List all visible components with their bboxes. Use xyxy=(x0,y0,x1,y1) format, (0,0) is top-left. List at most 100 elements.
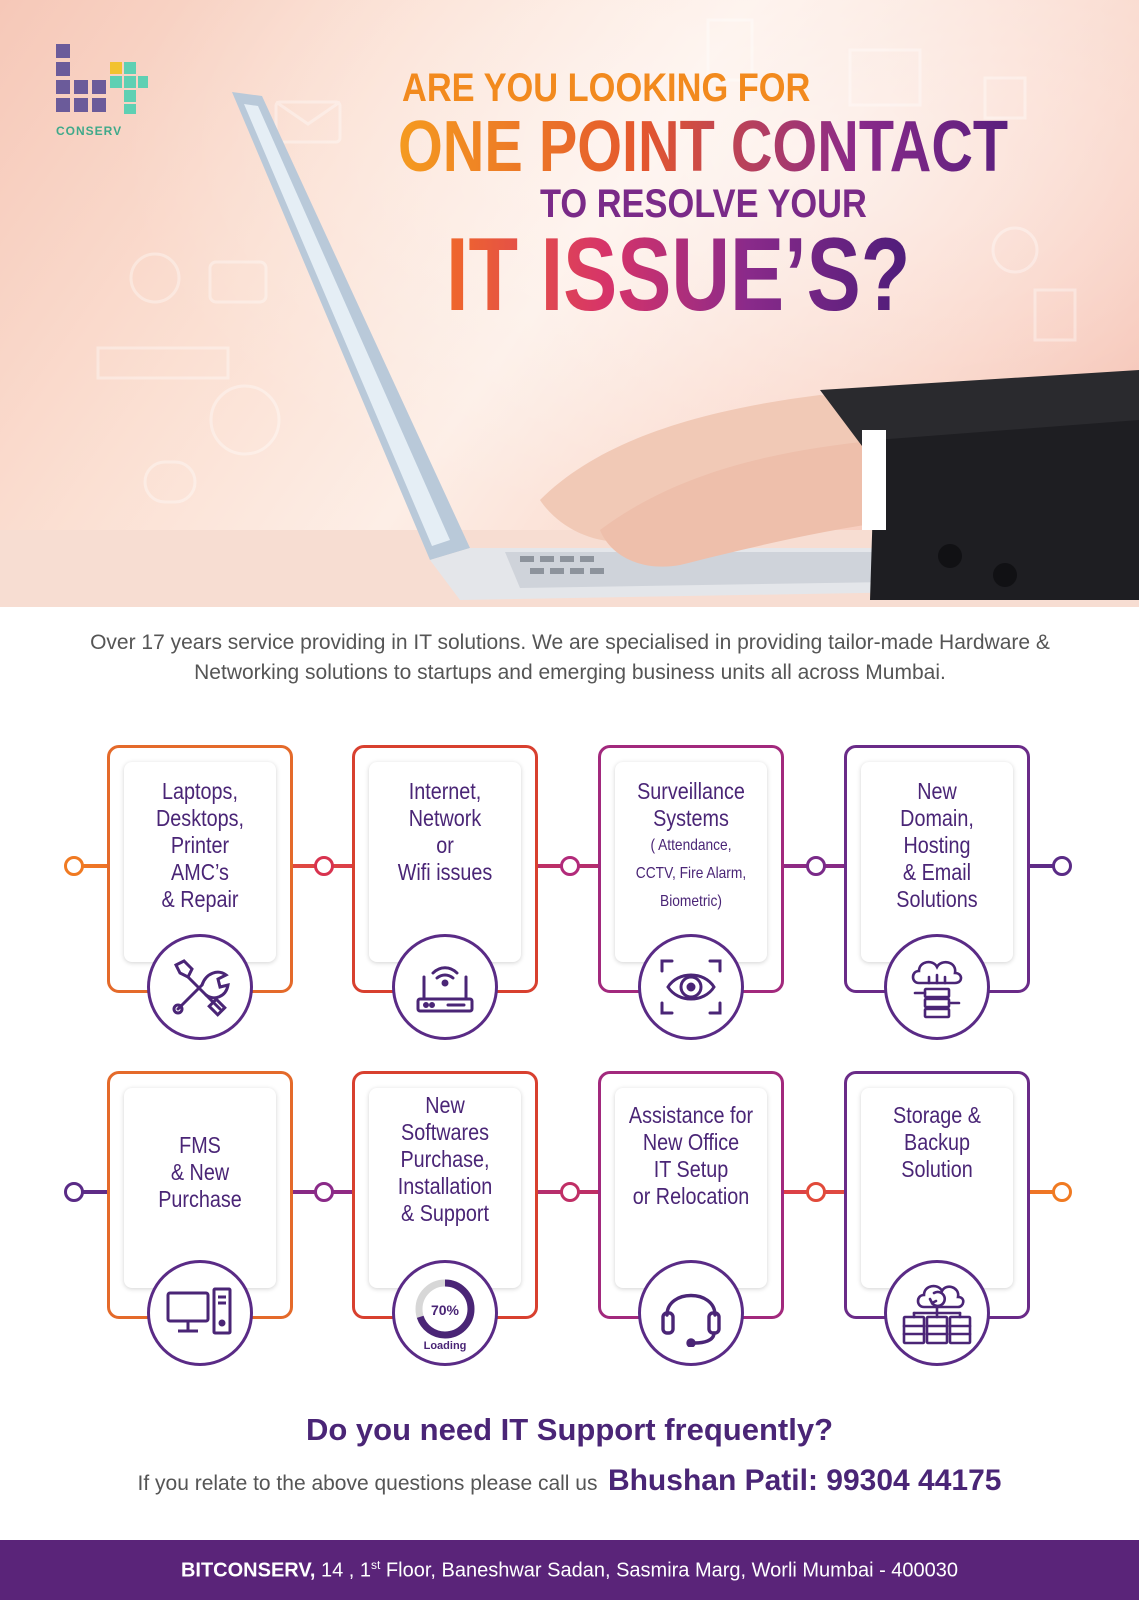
service-label-line: & Repair xyxy=(161,886,239,912)
footer-address-bar: BITCONSERV, 14 , 1st Floor, Baneshwar Sa… xyxy=(0,1540,1139,1600)
service-label-line: Wifi issues xyxy=(397,859,493,885)
card-inner: Internet, Network or Wifi issues xyxy=(369,762,521,962)
service-label-line: Solution xyxy=(901,1156,973,1182)
service-icon-circle xyxy=(884,1260,990,1366)
service-label-line: or Relocation xyxy=(632,1183,750,1209)
row-2-node xyxy=(314,1182,334,1202)
card-inner: Surveillance Systems ( Attendance, CCTV,… xyxy=(615,762,767,962)
card-inner: Laptops, Desktops, Printer AMC’s & Repai… xyxy=(124,762,276,962)
service-label-line: & Email xyxy=(902,859,972,885)
card-inner: Storage & Backup Solution xyxy=(861,1088,1013,1288)
row-2-node xyxy=(1052,1182,1072,1202)
service-label-line: Solutions xyxy=(896,886,978,912)
service-icon-circle xyxy=(392,934,498,1040)
service-label-line: Purchase, xyxy=(400,1146,490,1172)
progress-label: 70% xyxy=(431,1302,460,1318)
headline-line-2: ONE POINT CONTACT xyxy=(398,107,1009,187)
card-inner: FMS & New Purchase xyxy=(124,1088,276,1288)
service-label-line: or xyxy=(436,832,454,858)
service-label-line: & Support xyxy=(401,1200,489,1226)
service-label-line: Assistance for xyxy=(628,1102,754,1128)
service-label-line: & New xyxy=(170,1159,230,1185)
service-label-small-line: ( Attendance, xyxy=(650,837,732,854)
row-1-node xyxy=(314,856,334,876)
service-label-line: New xyxy=(917,778,957,804)
service-card-label: New Softwares Purchase, Installation & S… xyxy=(380,1092,511,1227)
footer-company: BITCONSERV, xyxy=(180,1559,316,1582)
footer-address: BITCONSERV, 14 , 1st Floor, Baneshwar Sa… xyxy=(181,1558,958,1583)
cta-question: Do you need IT Support frequently? xyxy=(306,1412,833,1447)
service-card-laptops-desktops[interactable]: Laptops, Desktops, Printer AMC’s & Repai… xyxy=(107,745,293,1040)
laptop-typing-illustration xyxy=(0,18,1139,607)
service-label-line: Systems xyxy=(653,805,729,831)
tools-icon xyxy=(172,959,230,1017)
service-card-office-setup[interactable]: Assistance for New Office IT Setup or Re… xyxy=(598,1071,784,1366)
service-label-small-line: Biometric) xyxy=(660,893,722,910)
services-grid: Laptops, Desktops, Printer AMC’s & Repai… xyxy=(0,740,1139,1380)
service-icon-circle xyxy=(147,934,253,1040)
service-label-line: IT Setup xyxy=(653,1156,729,1182)
service-label-line: Internet, xyxy=(408,778,482,804)
headline-line-1: ARE YOU LOOKING FOR xyxy=(402,66,811,110)
service-label-line: Desktops, xyxy=(156,805,244,831)
cloud-server-icon xyxy=(911,960,963,1019)
eye-scan-icon xyxy=(660,959,722,1015)
service-label-line: AMC’s xyxy=(171,859,229,885)
service-label-line: Network xyxy=(408,805,482,831)
service-card-label: Laptops, Desktops, Printer AMC’s & Repai… xyxy=(135,778,266,913)
footer-address-post: Floor, Baneshwar Sadan, Sasmira Marg, Wo… xyxy=(380,1559,959,1582)
wifi-router-icon xyxy=(416,966,474,1013)
service-card-fms-purchase[interactable]: FMS & New Purchase xyxy=(107,1071,293,1366)
card-inner: Assistance for New Office IT Setup or Re… xyxy=(615,1088,767,1288)
service-label-line: Laptops, xyxy=(162,778,238,804)
row-1-node xyxy=(806,856,826,876)
bitconserv-logo-icon xyxy=(56,44,148,114)
service-card-label: FMS & New Purchase xyxy=(135,1132,266,1213)
cta-contact-line: If you relate to the above questions ple… xyxy=(0,1464,1139,1498)
service-label-line: Hosting xyxy=(903,832,971,858)
service-label-small-line: CCTV, Fire Alarm, xyxy=(635,865,747,882)
service-label-line: Domain, xyxy=(900,805,974,831)
progress-arc xyxy=(415,1279,475,1339)
card-inner: New Softwares Purchase, Installation & S… xyxy=(369,1088,521,1288)
service-label-line: FMS xyxy=(179,1132,221,1158)
service-label-line: Backup xyxy=(904,1129,970,1155)
service-icon-circle: 70% Loading xyxy=(392,1260,498,1366)
headset-icon xyxy=(661,1293,721,1347)
service-icon-circle xyxy=(147,1260,253,1366)
row-2-node xyxy=(560,1182,580,1202)
row-1-node xyxy=(560,856,580,876)
row-2-node xyxy=(64,1182,84,1202)
hero-banner: CONSERV ARE YOU LOOKING FOR ONE POINT CO… xyxy=(0,0,1139,607)
service-card-internet-network[interactable]: Internet, Network or Wifi issues xyxy=(352,745,538,1040)
cloud-backup-icon xyxy=(902,1284,972,1345)
service-card-storage-backup[interactable]: Storage & Backup Solution xyxy=(844,1071,1030,1366)
service-icon-circle xyxy=(638,934,744,1040)
card-inner: New Domain, Hosting & Email Solutions xyxy=(861,762,1013,962)
row-1-node xyxy=(1052,856,1072,876)
headline-line-3: TO RESOLVE YOUR xyxy=(540,182,867,226)
service-card-label: Assistance for New Office IT Setup or Re… xyxy=(626,1102,757,1210)
cta-prompt: If you relate to the above questions ple… xyxy=(137,1472,598,1495)
footer-address-sup: st xyxy=(371,1557,381,1572)
service-card-label: Internet, Network or Wifi issues xyxy=(380,778,511,886)
footer-address-pre: 14 , 1 xyxy=(315,1559,372,1582)
service-label-line: Surveillance xyxy=(637,778,745,804)
headline-line-4: IT ISSUE’S? xyxy=(446,217,911,333)
service-card-label: Storage & Backup Solution xyxy=(872,1102,1003,1183)
service-label-line: Installation xyxy=(397,1173,493,1199)
service-icon-circle xyxy=(638,1260,744,1366)
intro-paragraph: Over 17 years service providing in IT so… xyxy=(90,631,1050,684)
service-label-line: Purchase xyxy=(158,1186,242,1212)
service-icon-circle xyxy=(884,934,990,1040)
service-card-domain-hosting[interactable]: New Domain, Hosting & Email Solutions xyxy=(844,745,1030,1040)
service-label-line: Storage & xyxy=(893,1102,981,1128)
service-card-surveillance[interactable]: Surveillance Systems ( Attendance, CCTV,… xyxy=(598,745,784,1040)
loading-progress-icon: 70% Loading xyxy=(415,1279,475,1352)
service-card-label: Surveillance Systems ( Attendance, CCTV,… xyxy=(626,778,757,916)
cta-phone-contact[interactable]: Bhushan Patil: 99304 44175 xyxy=(607,1464,1002,1497)
logo-text: CONSERV xyxy=(56,124,123,138)
service-card-software[interactable]: New Softwares Purchase, Installation & S… xyxy=(352,1071,538,1366)
service-label-line: Softwares xyxy=(401,1119,489,1145)
desktop-computer-icon xyxy=(166,1287,232,1335)
